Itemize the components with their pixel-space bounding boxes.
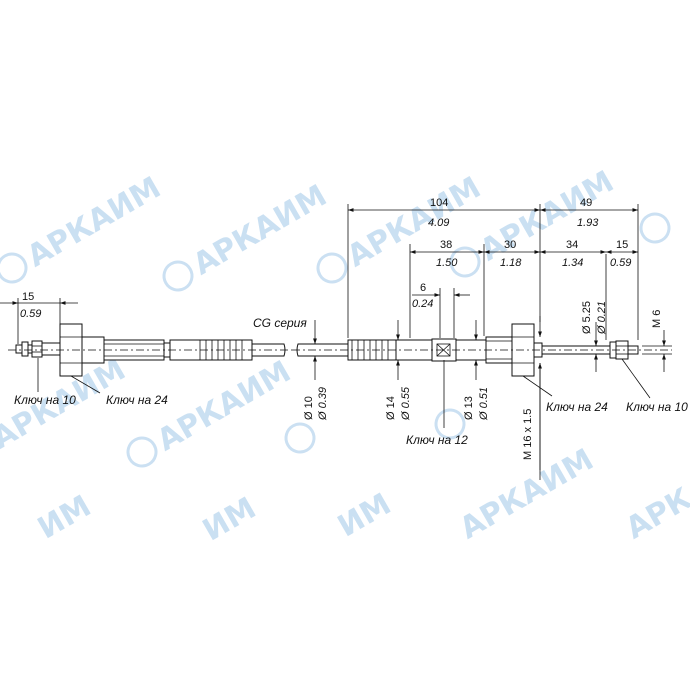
- watermark-14: ИМ: [197, 491, 262, 549]
- dim-value-inch: 1.50: [436, 257, 458, 269]
- copyright-circle-icon: [639, 212, 671, 244]
- left-view-glow-plug: [8, 323, 292, 377]
- watermark-11: ИМ: [332, 487, 397, 545]
- dia-14: Ø 14 Ø 0.55: [385, 320, 412, 421]
- watermark-10: ИМ: [32, 489, 97, 547]
- dim-34: 34 1.34: [540, 239, 606, 269]
- heater-tip: [296, 343, 349, 357]
- dim-value-mm: 15: [616, 239, 628, 251]
- dia-value-mm: Ø 5.25: [581, 301, 593, 334]
- series-label: CG серия: [253, 316, 307, 330]
- dim-15: 15 0.59: [606, 239, 638, 269]
- dim-30: 30 1.18: [484, 239, 540, 269]
- dia-value-mm: Ø 13: [463, 396, 475, 420]
- right-view-glow-plug: [292, 323, 672, 377]
- watermark-1: АРКАИМ: [0, 170, 167, 284]
- copyright-circle-icon: [434, 408, 466, 440]
- watermark-2: АРКАИМ: [162, 178, 333, 292]
- label-key-10: Ключ на 10: [14, 393, 76, 407]
- dim-value-inch: 4.09: [428, 217, 449, 229]
- dim-value-inch: 1.18: [500, 257, 522, 269]
- dim-value-mm: 34: [566, 239, 578, 251]
- watermark-7: [284, 422, 316, 454]
- dia-10: Ø 10 Ø 0.39: [303, 320, 329, 421]
- label-key-12: Ключ на 12: [406, 433, 468, 447]
- watermark-text-partial: ИМ: [332, 487, 397, 545]
- copyright-circle-icon: [162, 260, 194, 292]
- watermark-5: [639, 212, 671, 244]
- copyright-circle-icon: [316, 252, 348, 284]
- dia-value-inch: Ø 0.21: [596, 301, 608, 335]
- thread-m16: M 16 x 1.5: [522, 316, 542, 480]
- watermark-text: АРКАИМ: [21, 170, 167, 274]
- dia-value-inch: Ø 0.51: [478, 387, 490, 421]
- thread-m6-label: M 6: [651, 310, 663, 328]
- dim-value-inch: 0.59: [610, 257, 631, 269]
- label-key-24: Ключ на 24: [546, 400, 608, 414]
- copyright-circle-icon: [126, 436, 158, 468]
- terminal-sleeve: [41, 342, 61, 356]
- copyright-circle-icon: [284, 422, 316, 454]
- dim-value-mm: 30: [504, 239, 516, 251]
- watermark-text-partial: ИМ: [197, 491, 262, 549]
- watermark-text: АРКАИМ: [187, 178, 333, 282]
- dim-value-mm: 49: [580, 197, 592, 209]
- watermark-text: АРКАИМ: [151, 354, 297, 458]
- watermark-text: АРКАИМ: [341, 170, 487, 274]
- copyright-circle-icon: [449, 246, 481, 278]
- dim-value-mm: 6: [420, 282, 426, 294]
- right-labels: Ключ на 12 Ключ на 24 Ключ на 10: [406, 358, 688, 447]
- label-key-24: Ключ на 24: [106, 393, 168, 407]
- dim-value-inch: 0.24: [412, 298, 433, 310]
- watermark-8: [434, 408, 466, 440]
- watermark-text: АРКАИМ: [620, 442, 690, 546]
- dia-value-mm: Ø 10: [303, 396, 315, 420]
- dim-value-inch: 1.93: [577, 217, 599, 229]
- dia-value-mm: Ø 14: [385, 396, 397, 420]
- extension-lines: [347, 204, 639, 340]
- dia-value-inch: Ø 0.39: [317, 387, 329, 421]
- left-labels: Ключ на 10 Ключ на 24: [14, 358, 168, 407]
- dim-value-inch: 0.59: [20, 308, 41, 320]
- thread-m16-label: M 16 x 1.5: [522, 409, 534, 460]
- copyright-circle-icon: [0, 252, 28, 284]
- dim-value-mm: 38: [440, 239, 452, 251]
- dia-525: Ø 5.25 Ø 0.21: [581, 301, 608, 372]
- dim-value-mm: 104: [430, 197, 448, 209]
- dim-38: 38 1.50: [410, 239, 484, 269]
- dim-104: 104 4.09: [348, 197, 540, 229]
- dim-49: 49 1.93: [540, 197, 638, 229]
- dia-13: Ø 13 Ø 0.51: [463, 320, 490, 421]
- thread-m6: M 6: [642, 310, 672, 372]
- watermark-text-partial: ИМ: [32, 489, 97, 547]
- dim-6: 6 0.24: [412, 282, 470, 310]
- left-dim-15: 15 0.59: [0, 291, 78, 344]
- watermark-6: АРКАИМ: [126, 354, 297, 468]
- watermark-13: АРКАИМ: [620, 442, 690, 546]
- nut-10: [31, 340, 43, 358]
- watermark-3: АРКАИМ: [316, 170, 487, 284]
- dia-value-inch: Ø 0.55: [400, 386, 412, 421]
- dim-value-inch: 1.34: [562, 257, 583, 269]
- label-key-10: Ключ на 10: [626, 400, 688, 414]
- terminal-collar: [21, 341, 29, 357]
- dim-value-mm: 15: [22, 291, 34, 303]
